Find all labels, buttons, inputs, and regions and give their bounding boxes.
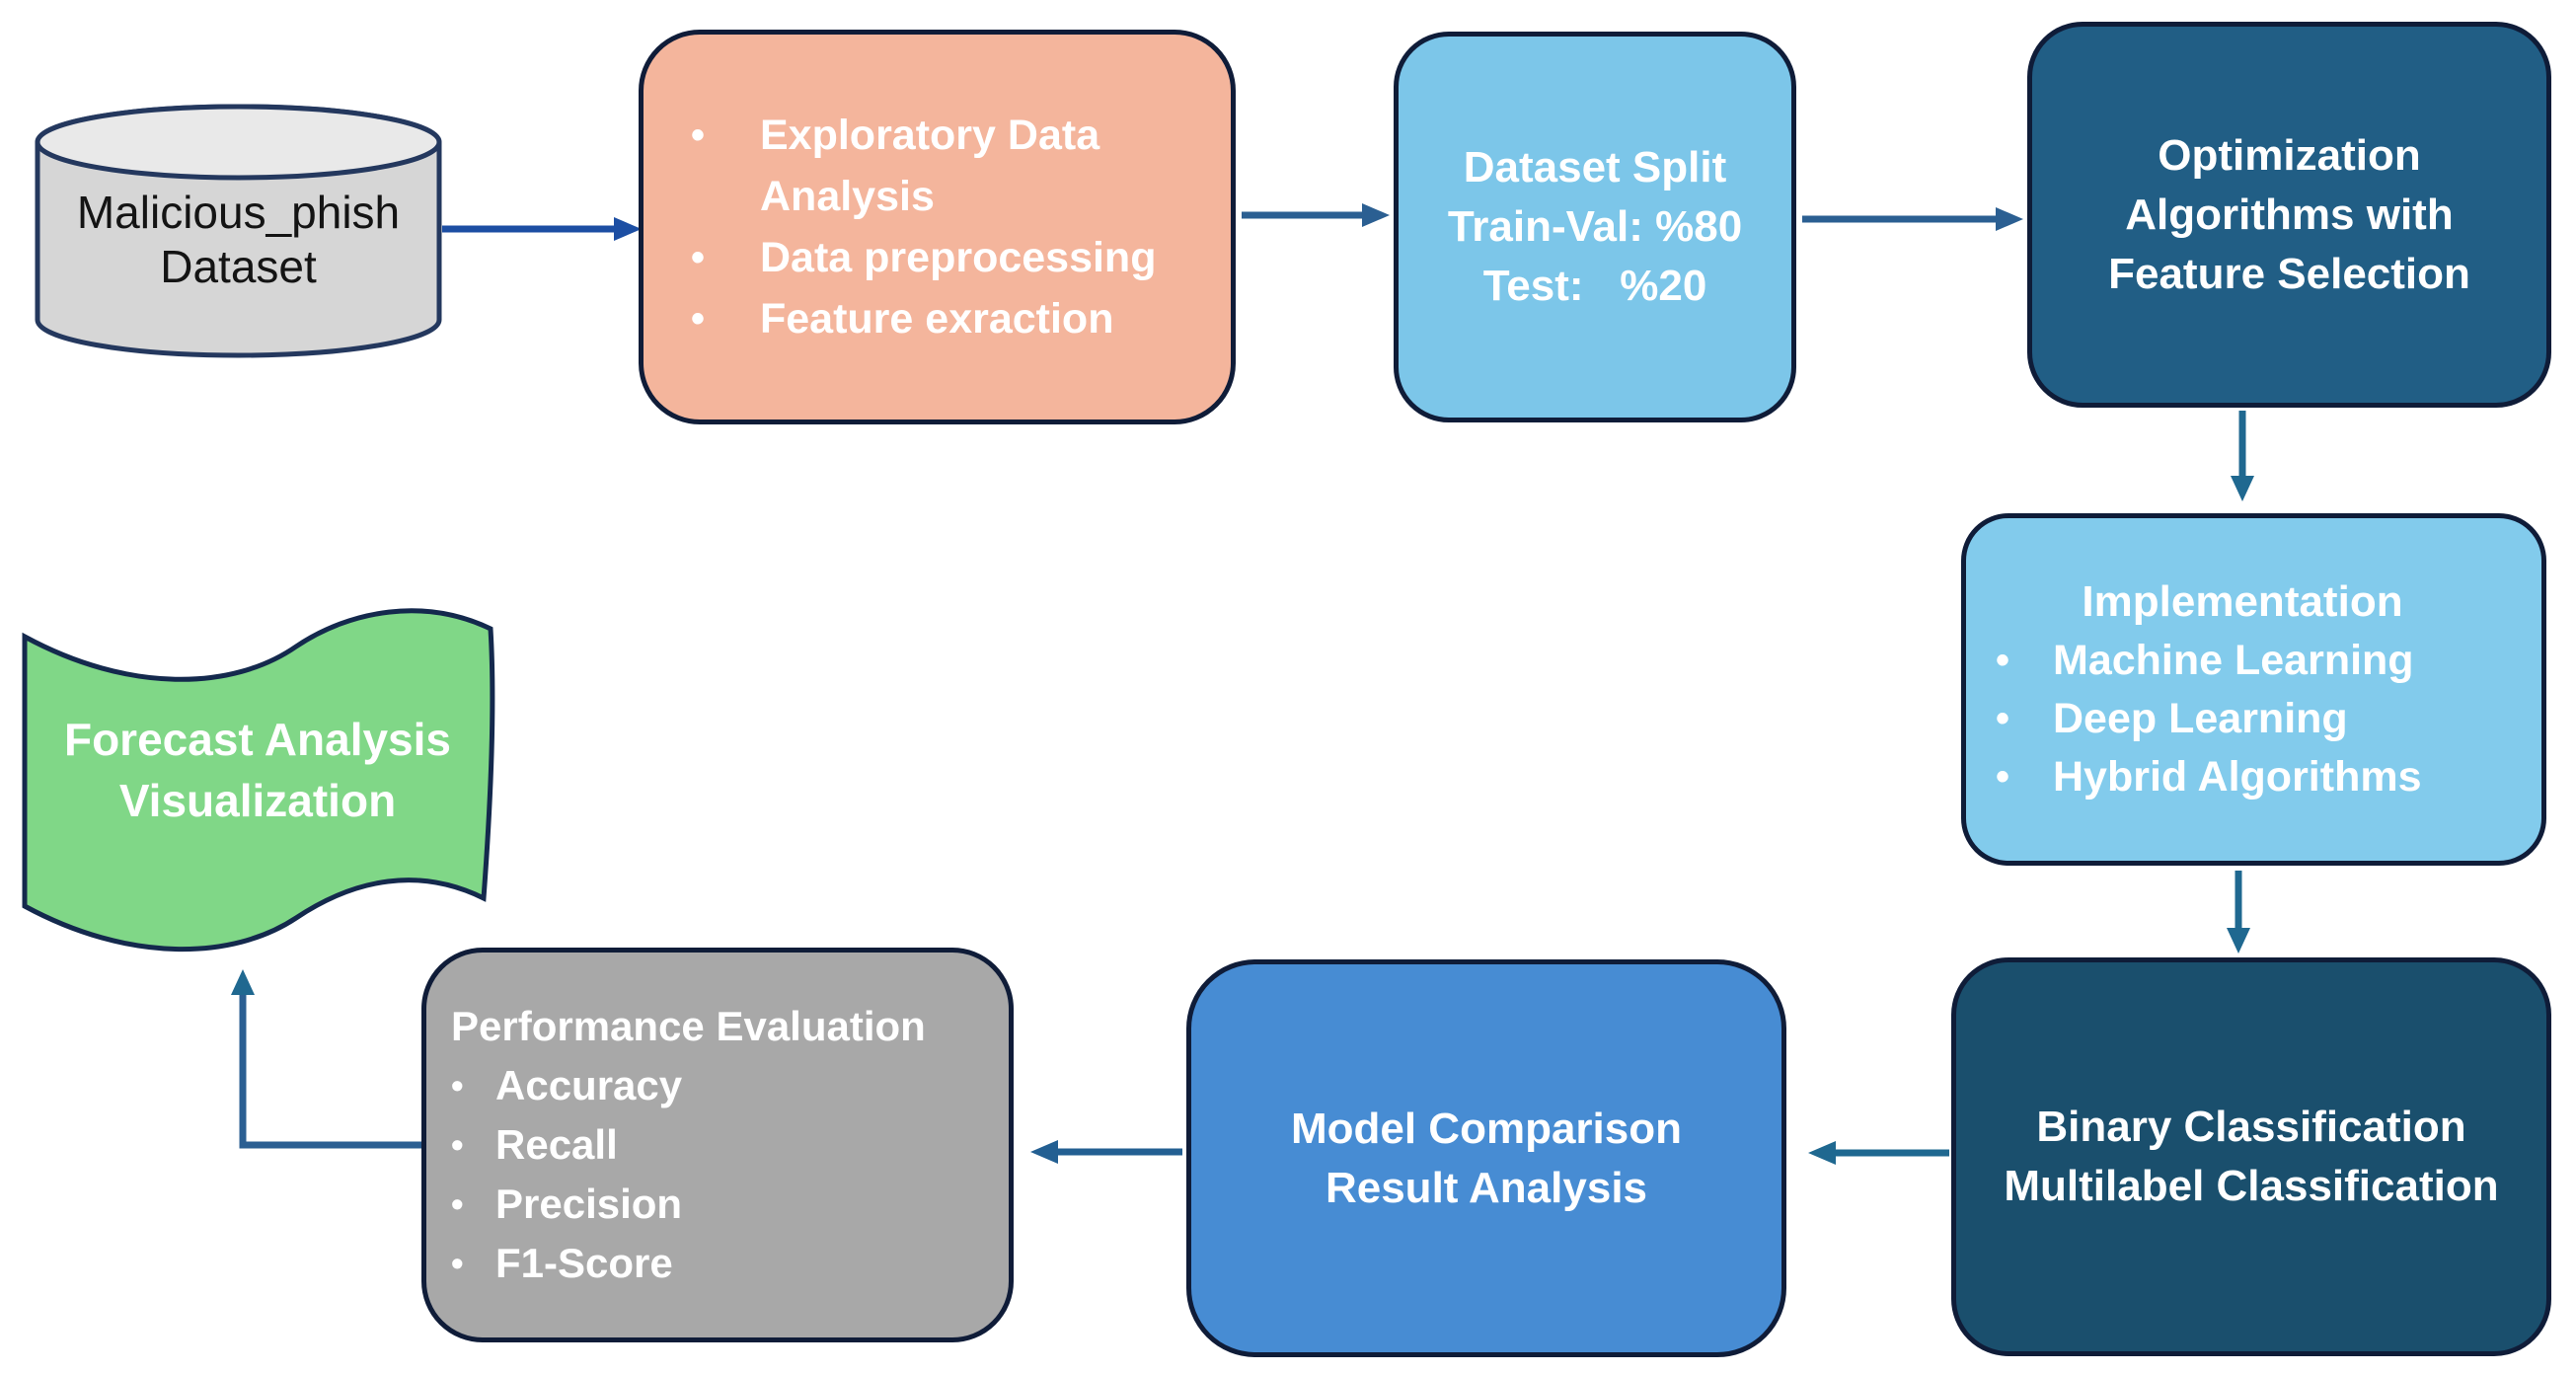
node-dataset-split: Dataset Split Train-Val: %80 Test: %20 <box>1394 32 1796 422</box>
bullet-icon: • <box>691 236 706 279</box>
list-item-label: Exploratory Data Analysis <box>760 112 1100 220</box>
node-text-line: Train-Val: %80 <box>1447 202 1743 251</box>
bullet-icon: • <box>1996 755 2010 799</box>
dataset-label-line: Malicious_phish <box>76 187 401 238</box>
list-item-label: Precision <box>495 1181 683 1227</box>
database-cylinder-shape <box>35 104 442 358</box>
bullet-icon: • <box>451 1183 464 1224</box>
bullet-icon: • <box>691 114 706 157</box>
node-text-line: Algorithms with <box>2125 190 2454 239</box>
arrow-classification-to-comparison <box>1808 1141 1949 1165</box>
list-item: • Accuracy <box>451 1056 1009 1115</box>
list-item-label: Deep Learning <box>2053 695 2348 742</box>
list-item: • Hybrid Algorithms <box>1996 748 2541 806</box>
node-text-line: Multilabel Classification <box>2004 1162 2499 1210</box>
arrowhead-right-icon <box>1996 207 2023 231</box>
arrow-split-to-optimization <box>1802 207 2023 231</box>
cylinder-top <box>35 104 442 181</box>
node-classification: Binary Classification Multilabel Classif… <box>1951 957 2551 1356</box>
bullet-icon: • <box>451 1243 464 1283</box>
arrow-implementation-to-classification <box>2227 871 2250 953</box>
node-model-comparison: Model Comparison Result Analysis <box>1186 959 1786 1357</box>
node-optimization-algorithms: Optimization Algorithms with Feature Sel… <box>2027 22 2551 408</box>
node-implementation: Implementation • Machine Learning • Deep… <box>1961 513 2546 866</box>
arrowhead-left-icon <box>1808 1141 1836 1165</box>
arrow-comparison-to-evaluation <box>1030 1140 1182 1164</box>
arrow-evaluation-to-forecast <box>231 969 421 1149</box>
arrowhead-down-icon <box>2227 928 2250 953</box>
node-title: Performance Evaluation <box>451 1003 926 1049</box>
list-item-label: F1-Score <box>495 1240 673 1286</box>
arrowhead-right-icon <box>1362 203 1390 227</box>
node-text-line: Feature Selection <box>2108 249 2470 298</box>
node-forecast-label: Forecast Analysis Visualization <box>25 709 491 831</box>
node-text-line: Result Analysis <box>1325 1163 1648 1212</box>
list-item: • Deep Learning <box>1996 690 2541 748</box>
node-performance-evaluation: Performance Evaluation • Accuracy • Reca… <box>421 948 1014 1342</box>
forecast-label-line: Forecast Analysis <box>63 714 452 765</box>
list-item: • Exploratory Data Analysis <box>691 105 1231 227</box>
list-item-label: Hybrid Algorithms <box>2053 753 2422 801</box>
node-title: Implementation <box>2082 577 2403 626</box>
node-text-line: Dataset Split <box>1463 143 1727 191</box>
bullet-icon: • <box>691 297 706 341</box>
list-item: • Machine Learning <box>1996 632 2541 690</box>
list-item-label: Data preprocessing <box>760 234 1157 281</box>
bullet-icon: • <box>451 1065 464 1106</box>
list-item-label: Recall <box>495 1121 618 1168</box>
node-text-line: Test: %20 <box>1482 262 1707 310</box>
list-item: • Feature exraction <box>691 288 1231 349</box>
list-item-label: Machine Learning <box>2053 637 2414 684</box>
list-item: • Precision <box>451 1175 1009 1234</box>
node-text-line: Optimization <box>2158 130 2421 180</box>
dataset-label-line: Dataset <box>160 241 317 292</box>
arrowhead-left-icon <box>1030 1140 1058 1164</box>
list-item-label: Accuracy <box>495 1062 683 1108</box>
node-eda-preprocessing: • Exploratory Data Analysis • Data prepr… <box>639 30 1236 424</box>
forecast-wave-shape <box>22 608 495 952</box>
forecast-label-line: Visualization <box>118 775 397 826</box>
list-item: • Data preprocessing <box>691 227 1231 288</box>
list-item-label: Feature exraction <box>760 295 1114 343</box>
list-item: • F1-Score <box>451 1234 1009 1293</box>
arrow-eda-to-split <box>1242 203 1390 227</box>
node-dataset-label: Malicious_phish Dataset <box>38 186 439 294</box>
bullet-icon: • <box>1996 639 2010 682</box>
bullet-icon: • <box>451 1124 464 1165</box>
arrow-optimization-to-implementation <box>2231 411 2254 501</box>
arrowhead-down-icon <box>2231 476 2254 501</box>
list-item: • Recall <box>451 1115 1009 1175</box>
bullet-icon: • <box>1996 697 2010 740</box>
arrowhead-up-icon <box>231 969 255 995</box>
node-text-line: Binary Classification <box>2036 1103 2466 1151</box>
node-text-line: Model Comparison <box>1290 1104 1683 1153</box>
arrow-dataset-to-eda <box>442 217 642 241</box>
arrowhead-right-icon <box>614 217 642 241</box>
